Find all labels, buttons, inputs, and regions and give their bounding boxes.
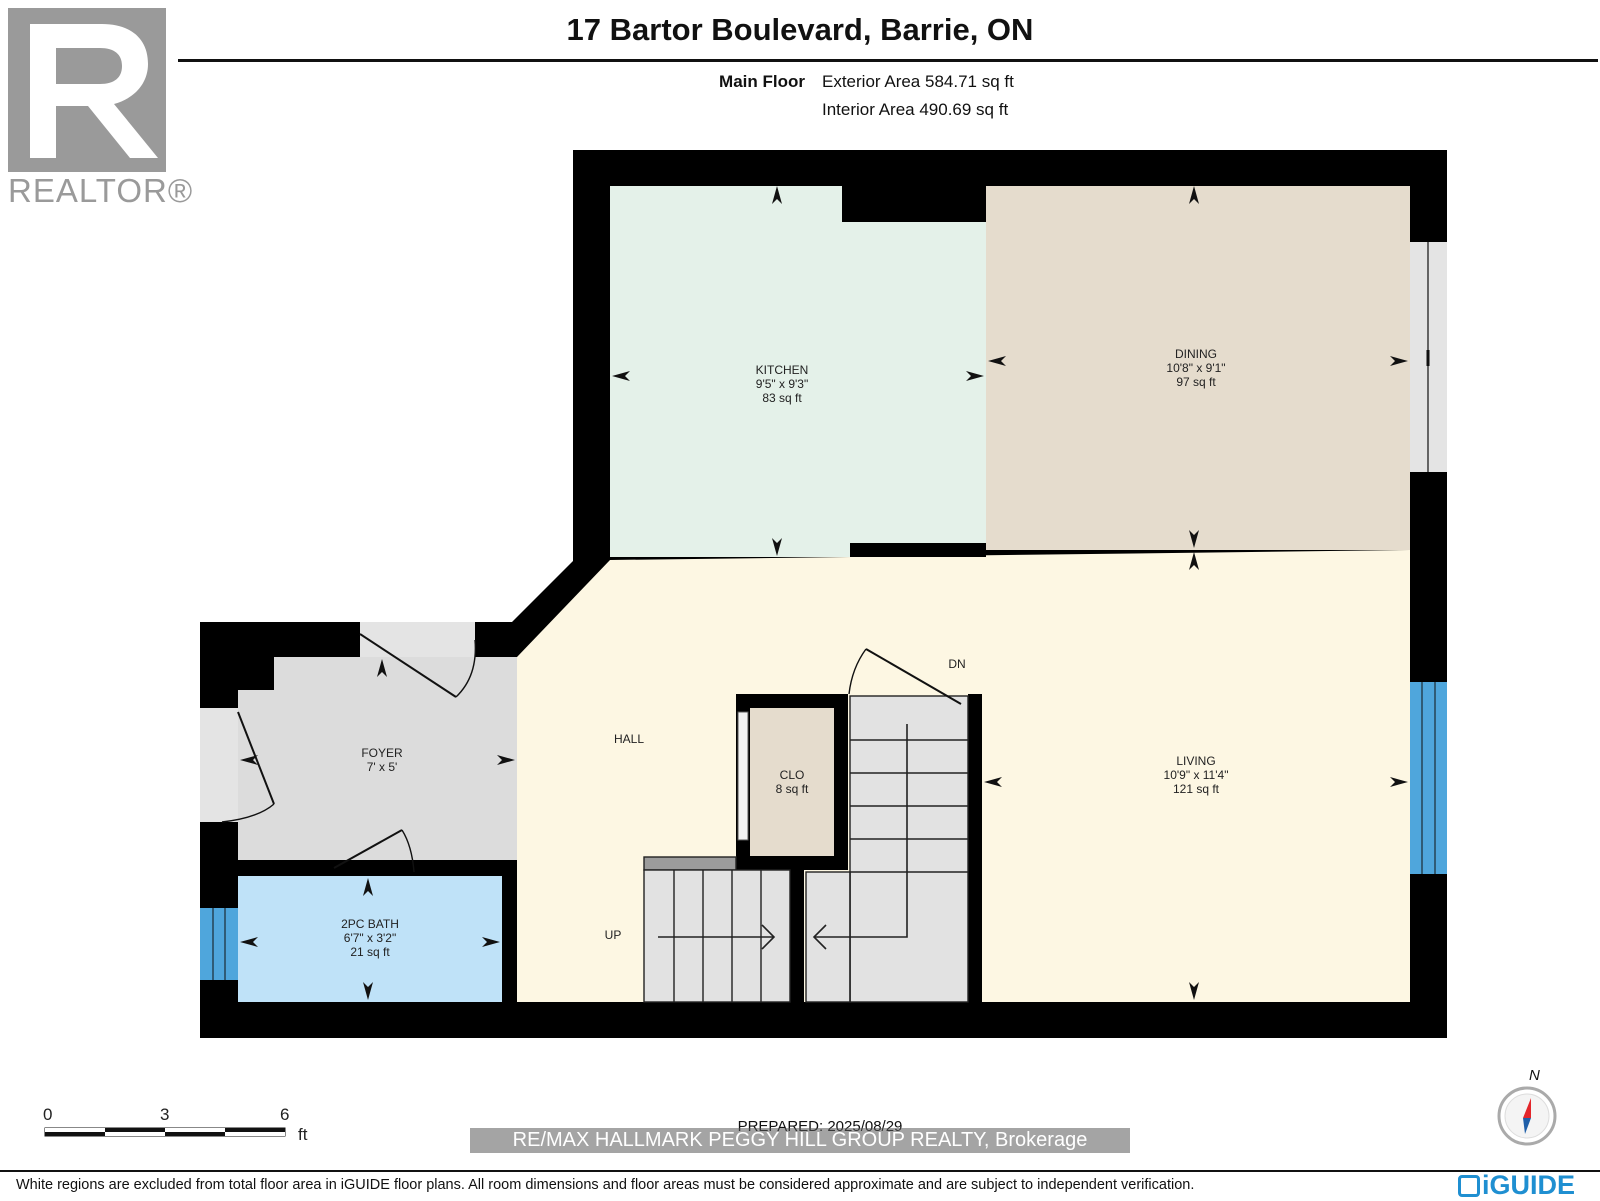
- bath-floor: [238, 876, 502, 1002]
- bath-area: 21 sq ft: [350, 945, 390, 959]
- realtor-r-icon: [8, 8, 166, 172]
- stair-divider-wall: [790, 870, 804, 1002]
- foyer-floor: [238, 657, 517, 860]
- foyer-name: FOYER: [361, 746, 403, 760]
- iguide-logo-icon: [1458, 1175, 1480, 1197]
- iguide-logo-text: iGUIDE: [1482, 1170, 1576, 1200]
- exterior-area: Exterior Area 584.71 sq ft: [822, 72, 1014, 91]
- kitchen-area: 83 sq ft: [762, 391, 802, 405]
- scale-label-mid: 3: [160, 1105, 169, 1124]
- closet-name: CLO: [780, 768, 805, 782]
- compass-icon: [1497, 1086, 1557, 1146]
- living-name: LIVING: [1176, 754, 1215, 768]
- floor-name: Main Floor: [719, 72, 805, 91]
- stairs-down-label: DN: [948, 657, 965, 671]
- bath-door: [333, 829, 415, 873]
- living-window: [1410, 682, 1447, 874]
- disclaimer-text: White regions are excluded from total fl…: [16, 1177, 1195, 1193]
- living-area: 121 sq ft: [1173, 782, 1220, 796]
- front-door: [359, 622, 477, 698]
- scale-label-max: 6: [280, 1105, 289, 1124]
- dining-name: DINING: [1175, 347, 1217, 361]
- dining-window: [1410, 242, 1447, 472]
- living-dims: 10'9" x 11'4": [1164, 768, 1229, 782]
- closet-wall-right: [834, 694, 848, 870]
- kitchen-wall-notch: [842, 186, 958, 222]
- foyer-dims: 7' x 5': [367, 760, 398, 774]
- title-divider: [178, 59, 1598, 62]
- scale-unit: ft: [298, 1125, 308, 1144]
- stairs-up: [643, 856, 791, 1003]
- kitchen-dims: 9'5" x 9'3": [756, 377, 808, 391]
- kitchen-dining-wall-stub: [850, 543, 986, 557]
- dimension-markers: [240, 186, 1408, 1000]
- closet-door-panel: [737, 711, 749, 841]
- dining-dims: 10'8" x 9'1": [1166, 361, 1225, 375]
- interior-area: Interior Area 490.69 sq ft: [822, 100, 1009, 119]
- foyer-bath-wall-right: [412, 860, 517, 876]
- footer-divider: [0, 1170, 1600, 1172]
- closet-wall-bottom: [736, 856, 848, 870]
- bath-dims: 6'7" x 3'2": [344, 931, 396, 945]
- kitchen-name: KITCHEN: [756, 363, 809, 377]
- dining-floor: [986, 186, 1410, 550]
- closet-wall-top: [736, 694, 848, 708]
- stairs-down: [805, 695, 969, 1003]
- kitchen-floor: [610, 186, 986, 557]
- bath-name: 2PC BATH: [341, 917, 399, 931]
- stairs-up-label: UP: [605, 928, 622, 942]
- stair-living-wall: [968, 694, 982, 1002]
- page-title: 17 Bartor Boulevard, Barrie, ON: [566, 12, 1034, 47]
- iguide-logo: iGUIDE: [1458, 1170, 1575, 1201]
- brokerage-watermark: RE/MAX HALLMARK PEGGY HILL GROUP REALTY,…: [470, 1128, 1130, 1153]
- hall-name: HALL: [614, 732, 644, 746]
- stair-door: [848, 648, 962, 705]
- realtor-logo-text: REALTOR®: [8, 172, 194, 209]
- foyer-side-door: [200, 708, 275, 823]
- scale-label-zero: 0: [43, 1105, 52, 1124]
- dining-area: 97 sq ft: [1176, 375, 1216, 389]
- compass-north-label: N: [1529, 1067, 1540, 1084]
- realtor-logo: [8, 8, 166, 172]
- bath-hall-wall: [502, 860, 517, 1002]
- foyer-corner-wall: [200, 622, 274, 690]
- bath-window: [200, 908, 238, 980]
- closet-floor: [750, 708, 834, 856]
- foyer-bath-wall-left: [238, 860, 334, 876]
- closet-area: 8 sq ft: [776, 782, 809, 796]
- scale-bar: [44, 1127, 286, 1137]
